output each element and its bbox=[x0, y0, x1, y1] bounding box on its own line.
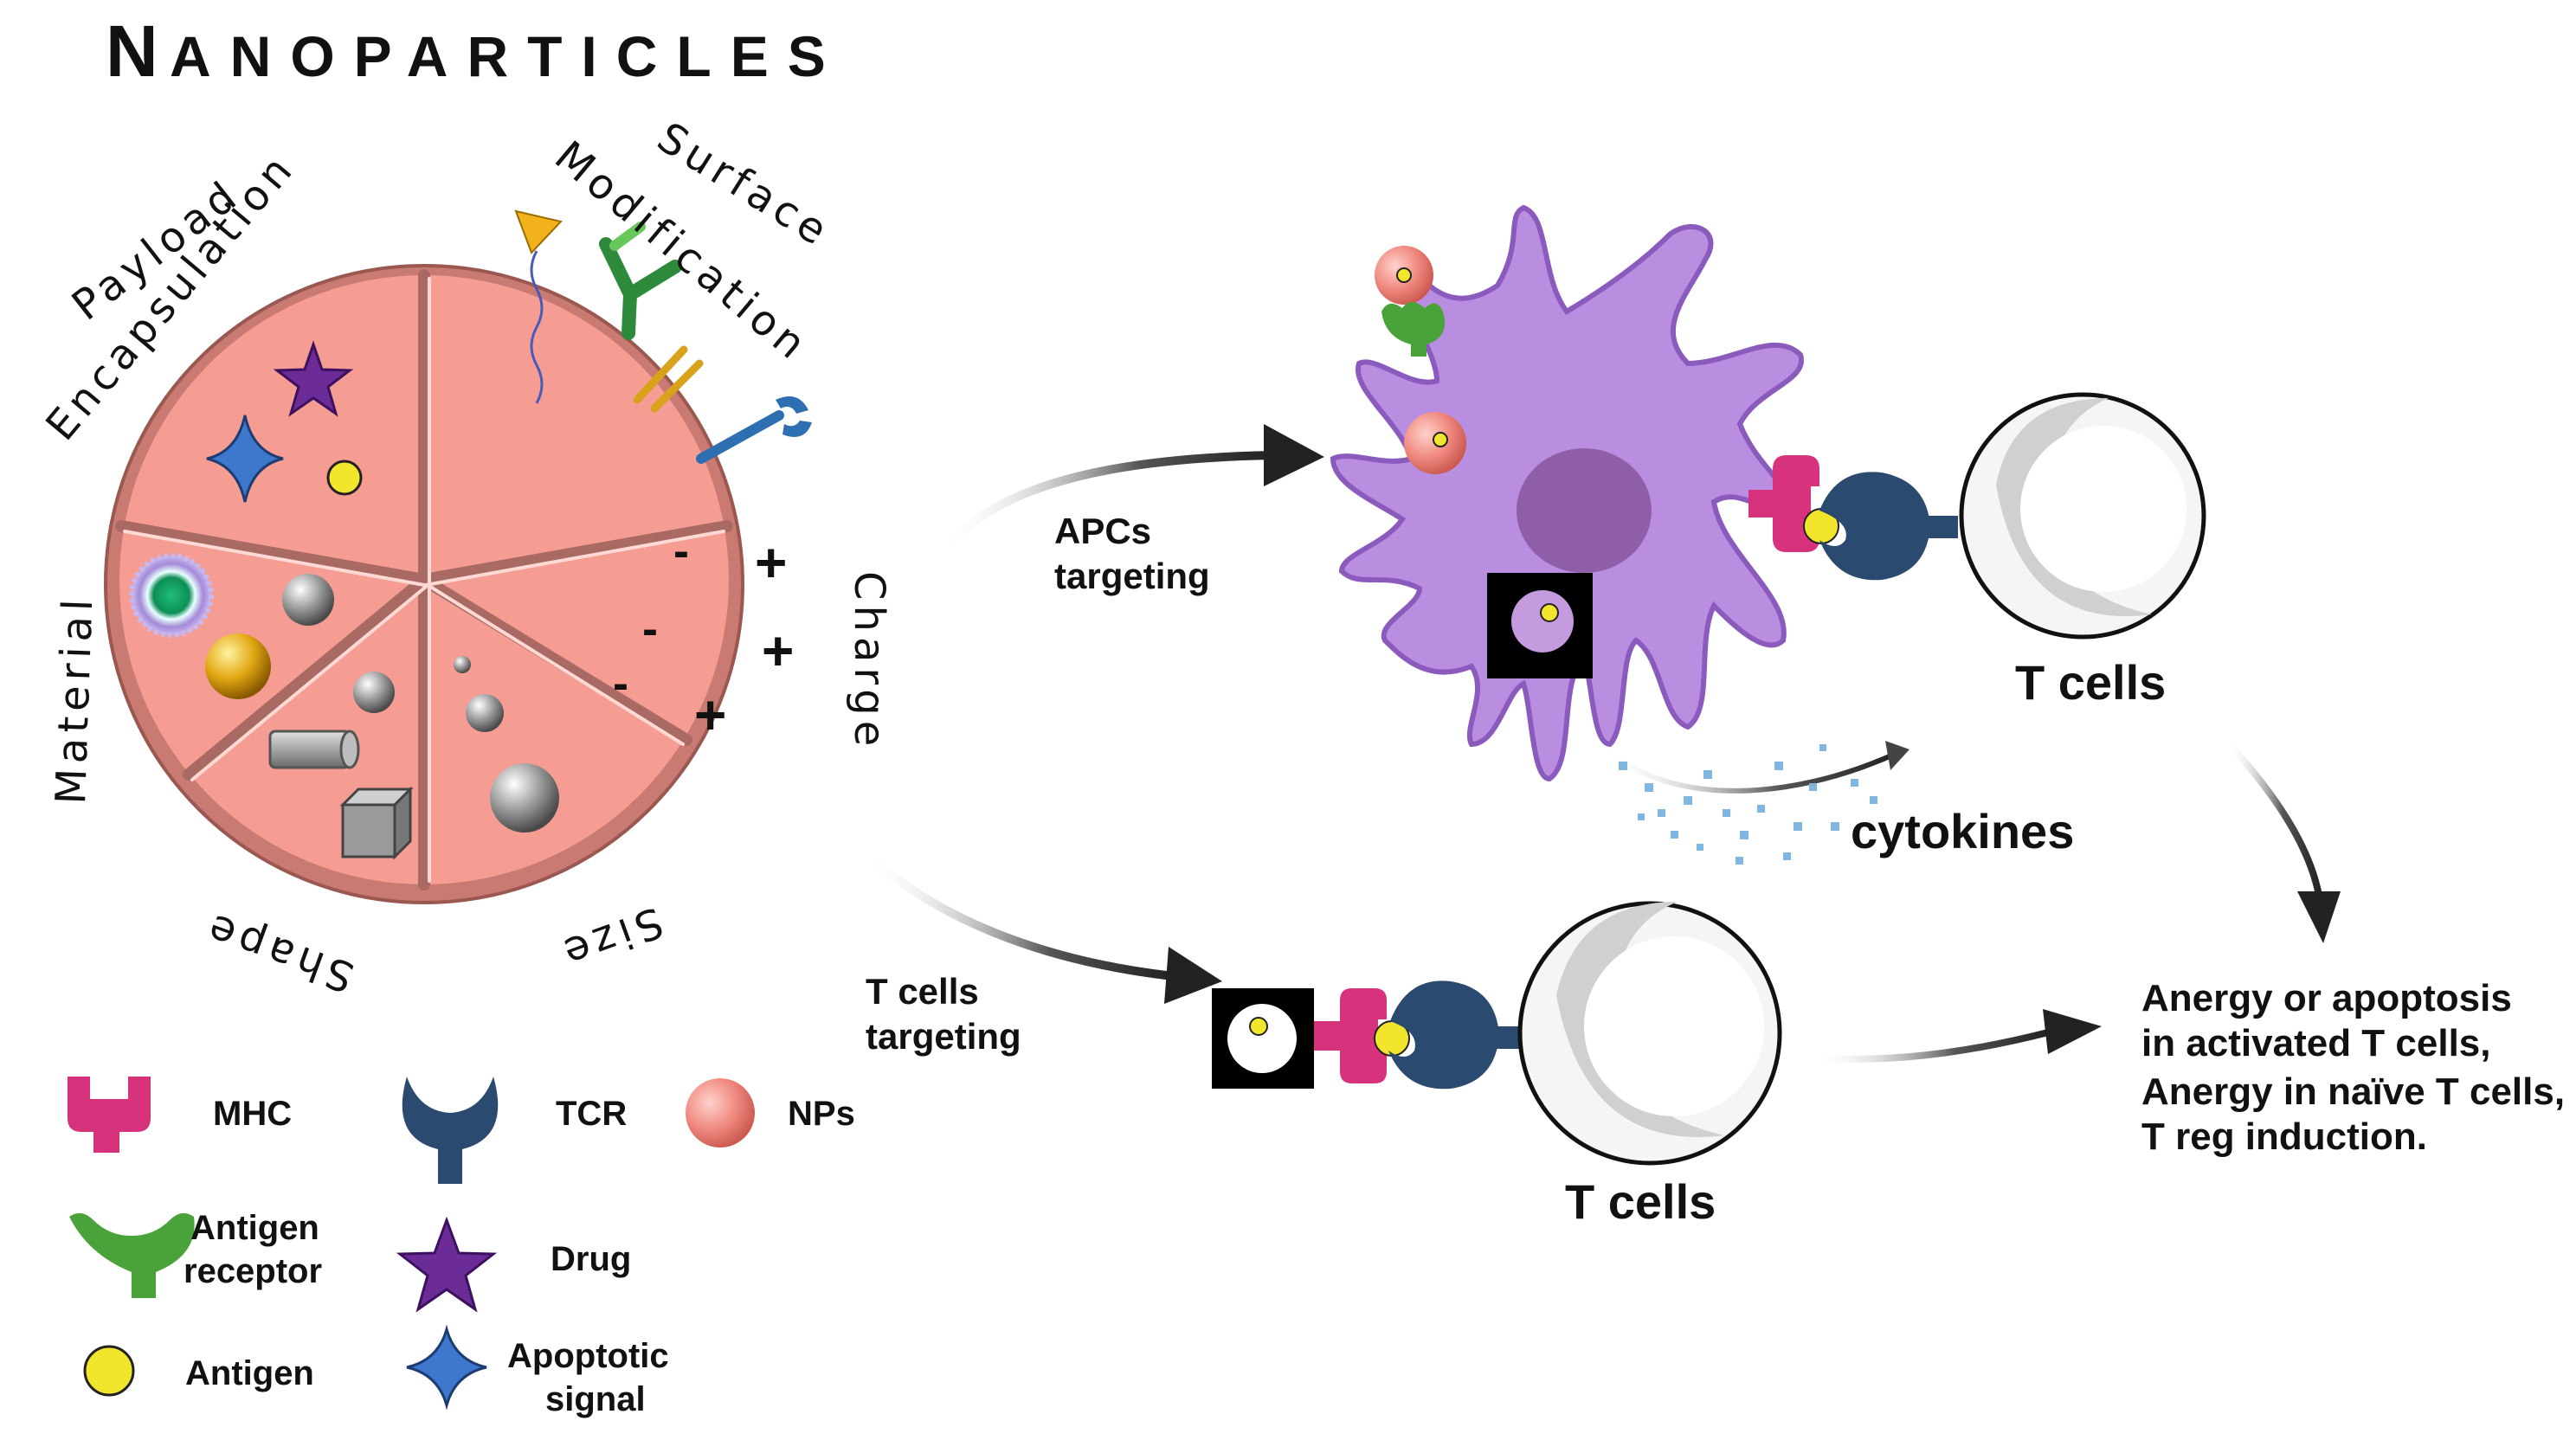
legend-np-icon bbox=[686, 1078, 755, 1148]
cytokines-label: cytokines bbox=[1851, 804, 2074, 858]
tcells-bottom-label: T cells bbox=[1565, 1174, 1716, 1229]
tcell-targeting-line2: targeting bbox=[866, 1016, 1021, 1057]
legend-apoptotic-line2: signal bbox=[545, 1380, 646, 1418]
legend-antigen-icon bbox=[83, 1345, 135, 1397]
peg-ligand-icon bbox=[514, 209, 563, 404]
label-size: Size bbox=[553, 897, 669, 980]
outcome-line1: Anergy or apoptosis bbox=[2141, 977, 2512, 1019]
rod-shape-icon bbox=[268, 730, 360, 769]
charge-minus-2: - bbox=[642, 603, 658, 655]
size-particle-tiny bbox=[454, 656, 471, 673]
legend-nps-label: NPs bbox=[788, 1095, 855, 1133]
legend-antigen-receptor-line1: Antigen bbox=[190, 1209, 319, 1247]
arrow-to-outcome-bottom bbox=[1812, 1009, 2102, 1063]
mhc-bottom bbox=[1314, 988, 1387, 1083]
legend-apoptotic-line1: Apoptotic bbox=[507, 1337, 669, 1375]
apc-targeting-line1: APCs bbox=[1054, 511, 1151, 551]
size-particle-large bbox=[490, 763, 559, 832]
apoptotic-signal-icon bbox=[206, 415, 284, 503]
mhc-top bbox=[1748, 455, 1819, 552]
tcells-top-label: T cells bbox=[2015, 655, 2166, 710]
legend-drug-icon bbox=[396, 1216, 498, 1313]
size-particle-medium bbox=[466, 694, 504, 732]
mhc-tcr-synapse-top bbox=[1748, 392, 2206, 640]
nanoparticle-property-wheel: - - - + + + Payload Encapsulation Surfac… bbox=[36, 113, 893, 1002]
arrow-tcell-targeting bbox=[860, 849, 1222, 1004]
antigen-dot-icon bbox=[326, 460, 363, 496]
apc-dendritic-cell bbox=[1330, 204, 1805, 782]
apc-nucleus bbox=[1517, 448, 1652, 573]
label-charge: Charge bbox=[845, 571, 893, 751]
arrow-to-outcome-top bbox=[2225, 740, 2341, 943]
legend-antigen-receptor-line2: receptor bbox=[184, 1252, 322, 1290]
tcell-targeting-synapse bbox=[1212, 901, 1782, 1166]
tcell-targeting-line1: T cells bbox=[866, 971, 979, 1012]
liposome-icon bbox=[129, 553, 214, 638]
legend-tcr-label: TCR bbox=[556, 1095, 627, 1133]
legend-tcr-icon bbox=[402, 1077, 499, 1184]
gold-particle-icon bbox=[205, 633, 271, 699]
charge-plus-3: + bbox=[694, 684, 726, 746]
wheel-dividers bbox=[115, 269, 733, 890]
wrench-ligand-icon bbox=[696, 396, 812, 464]
charge-plus-2: + bbox=[762, 620, 794, 682]
tcr-top bbox=[1819, 472, 1930, 581]
arrow-apc-targeting bbox=[936, 424, 1324, 557]
title-initial: N bbox=[106, 10, 158, 92]
legend: MHC TCR NPs Antigen receptor Drug Antige… bbox=[68, 1077, 855, 1418]
legend-drug-label: Drug bbox=[551, 1240, 631, 1278]
drug-star-icon bbox=[273, 340, 354, 417]
cube-shape-icon bbox=[339, 786, 414, 860]
legend-antigen-receptor-icon bbox=[69, 1212, 195, 1298]
charge-plus-1: + bbox=[755, 531, 787, 594]
aptamer-bar-icon bbox=[633, 345, 704, 413]
antibody-icon bbox=[599, 222, 682, 340]
silver-particle-icon bbox=[282, 574, 334, 626]
charge-minus-3: - bbox=[613, 658, 628, 710]
legend-apoptotic-signal-icon bbox=[406, 1324, 487, 1411]
title-rest: ANOPARTICLES bbox=[170, 24, 845, 88]
cytokine-cloud bbox=[1599, 741, 1909, 865]
small-sphere-icon bbox=[353, 672, 395, 713]
legend-antigen-label: Antigen bbox=[185, 1354, 314, 1392]
apc-targeting-line2: targeting bbox=[1054, 556, 1210, 596]
legend-mhc-label: MHC bbox=[213, 1095, 292, 1133]
outcome-line3: Anergy in naïve T cells, bbox=[2141, 1070, 2565, 1113]
charge-minus-1: - bbox=[673, 525, 689, 577]
outcome-line2: in activated T cells, bbox=[2141, 1022, 2491, 1064]
tcr-bottom bbox=[1388, 980, 1499, 1090]
label-shape: Shape bbox=[197, 903, 361, 1001]
outcome-line4: T reg induction. bbox=[2141, 1115, 2427, 1158]
antigen-receptor-on-apc bbox=[1381, 302, 1446, 357]
legend-mhc-icon bbox=[68, 1077, 151, 1153]
label-material: Material bbox=[47, 594, 102, 806]
